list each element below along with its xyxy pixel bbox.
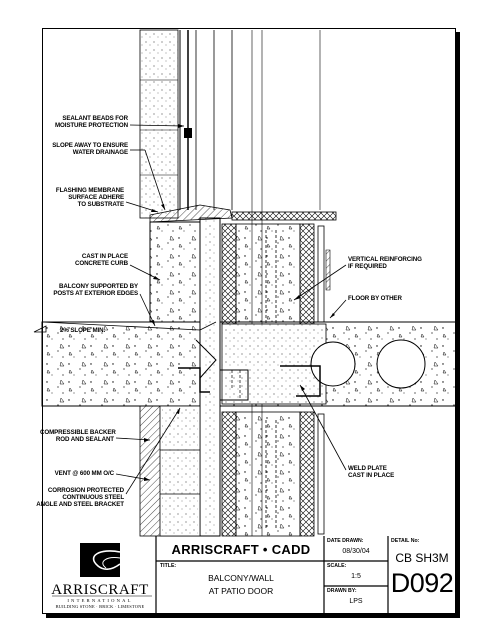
leader-lines	[115, 124, 347, 495]
balcony-slab	[41, 321, 201, 407]
logo-name: ARRISCRAFT	[51, 582, 149, 598]
logo-emblem	[80, 543, 120, 577]
logo-international: INTERNATIONAL	[67, 598, 133, 603]
drawing-frame	[42, 28, 456, 614]
floor-plate	[231, 211, 337, 221]
detail-number: D092	[390, 568, 454, 598]
concrete-wall-upper	[235, 223, 301, 325]
title-label: TITLE:	[160, 563, 177, 569]
title-line-1: BALCONY/WALL	[208, 573, 274, 583]
scale-label: SCALE:	[327, 563, 347, 569]
note-vent: VENT @ 600 MM O/C	[54, 470, 114, 477]
drawn-label: DRAWN BY:	[327, 588, 357, 594]
insulation-lower-left	[221, 411, 237, 537]
date-value: 08/30/04	[342, 548, 370, 555]
concrete-curb	[149, 221, 201, 323]
date-label: DATE DRAWN:	[327, 538, 364, 544]
stone-veneer-texture	[140, 30, 178, 218]
title-block-grid	[155, 536, 389, 614]
frame-shadow-bottom	[46, 614, 460, 618]
title-line-2: AT PATIO DOOR	[208, 586, 274, 596]
insulation-lower-right	[299, 411, 315, 537]
hollow-core-right	[376, 339, 426, 389]
detail-code: CB SH3M	[395, 551, 449, 565]
insulation-upper-left	[221, 223, 237, 325]
hollow-core-left	[310, 341, 356, 387]
note-slope-min: 2% SLOPE MIN.	[60, 327, 106, 334]
logo-tagline: BUILDING STONE · BRICK · LIMESTONE	[55, 604, 145, 609]
insulation-upper-right	[299, 223, 315, 325]
frame-shadow-right	[456, 32, 460, 618]
concrete-wall-lower	[235, 411, 301, 537]
drawn-value: LPS	[349, 598, 363, 605]
leader-arrows	[144, 124, 335, 481]
scale-value: 1:5	[351, 573, 361, 580]
detail-label: DETAIL No:	[391, 538, 420, 544]
company-name: ARRISCRAFT • CADD	[171, 542, 311, 557]
note-floor: FLOOR BY OTHER	[348, 295, 402, 302]
